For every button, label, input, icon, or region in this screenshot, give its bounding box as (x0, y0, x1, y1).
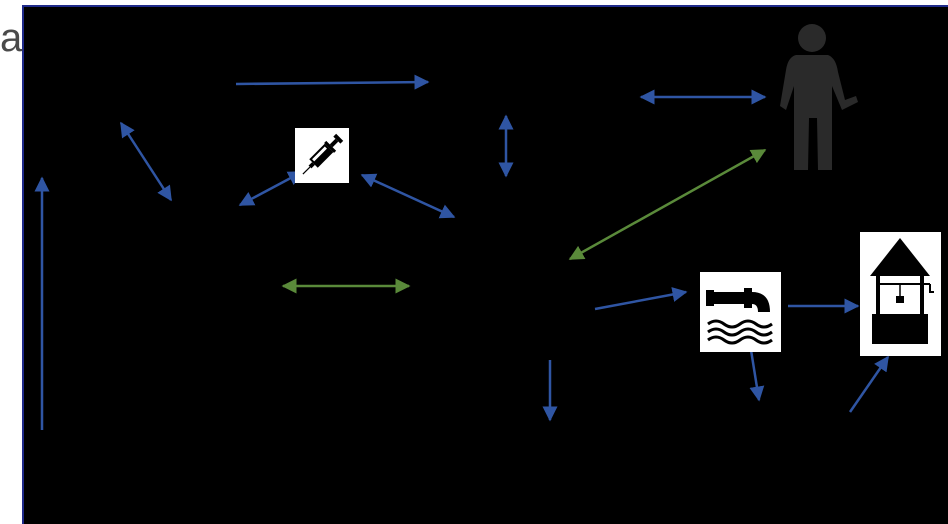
water-well-icon (860, 232, 941, 356)
arrow-syringe-right (360, 173, 456, 219)
arrow-top-right (235, 74, 430, 90)
arrow-to-sewage (594, 287, 688, 311)
arrow-diag-upper-left (119, 121, 173, 202)
arrow-to-well-bottom (848, 355, 890, 413)
corner-letter: a (0, 16, 23, 60)
person-silhouette-icon (780, 24, 858, 170)
diagram-canvas (22, 5, 948, 524)
green-arrow-diagonal (568, 148, 767, 261)
arrow-sewage-down (749, 349, 765, 402)
syringe-icon (295, 128, 349, 183)
sewage-pipe-icon (700, 272, 781, 352)
arrow-syringe-left (238, 170, 304, 207)
